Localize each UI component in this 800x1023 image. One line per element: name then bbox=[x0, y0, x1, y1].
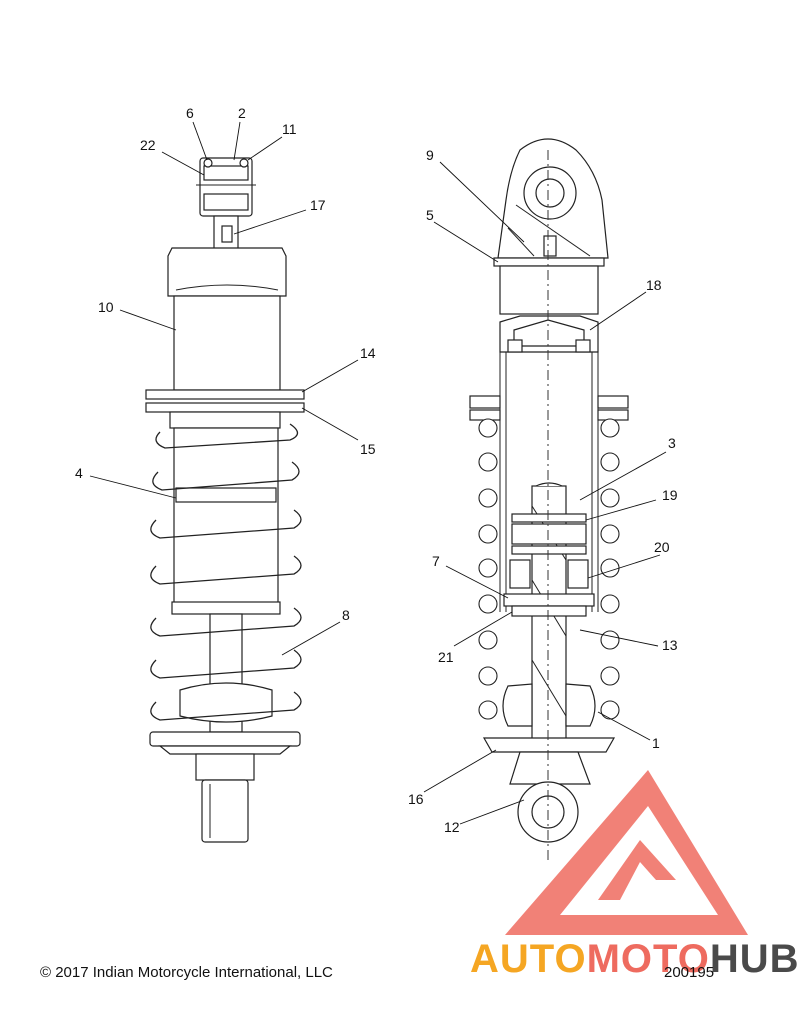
piston-band-right bbox=[567, 559, 589, 589]
lower-eyelet bbox=[201, 779, 249, 843]
seat-lip bbox=[158, 745, 292, 755]
callout-5: 5 bbox=[426, 207, 434, 223]
callout-7: 7 bbox=[432, 553, 440, 569]
lower-eyelet-neck bbox=[195, 753, 255, 781]
callout-21: 21 bbox=[438, 649, 454, 665]
bump-left bbox=[502, 683, 533, 727]
body-band bbox=[175, 487, 277, 503]
cap-curve bbox=[175, 284, 279, 291]
eyelet-bushing-bottom bbox=[203, 193, 249, 211]
piston-3 bbox=[511, 523, 587, 545]
callout-12: 12 bbox=[444, 819, 460, 835]
callout-16: 16 bbox=[408, 791, 424, 807]
callout-11: 11 bbox=[282, 121, 297, 137]
right-shock-section bbox=[469, 138, 629, 864]
eyelet-bushing-top bbox=[203, 165, 249, 181]
callout-18: 18 bbox=[646, 277, 662, 293]
copyright-text: © 2017 Indian Motorcycle International, … bbox=[40, 964, 333, 981]
callout-8: 8 bbox=[342, 607, 350, 623]
rod-hatch-3 bbox=[531, 659, 567, 717]
figure-number: 200195 bbox=[664, 964, 714, 981]
body-lower-ring bbox=[171, 601, 281, 615]
seal-18-left bbox=[507, 339, 523, 353]
o-ring-6 bbox=[203, 158, 213, 168]
lower-body bbox=[509, 751, 591, 785]
callout-10: 10 bbox=[98, 299, 114, 315]
collar-left-a bbox=[469, 395, 501, 409]
shock-body-10 bbox=[173, 295, 281, 391]
rod-top bbox=[535, 482, 563, 487]
seal-18-right bbox=[575, 339, 591, 353]
collar-right-b bbox=[597, 409, 629, 421]
seal-11 bbox=[239, 158, 249, 168]
logo-word-hub: HUB bbox=[710, 937, 800, 981]
callout-labels: 6 2 11 22 17 10 14 15 4 8 9 5 18 3 19 20… bbox=[75, 105, 678, 835]
bump-stop bbox=[179, 682, 273, 723]
piston-7 bbox=[503, 593, 595, 607]
shim-20 bbox=[511, 545, 587, 555]
logo-triangle-outer bbox=[505, 770, 748, 935]
callout-13: 13 bbox=[662, 637, 678, 653]
ring-5 bbox=[493, 257, 605, 267]
logo-word-moto: MOTO bbox=[587, 937, 710, 981]
collar-left-b bbox=[469, 409, 501, 421]
logo-word-auto: AUTO bbox=[470, 937, 587, 981]
lower-spring-seat bbox=[149, 731, 301, 747]
adjuster-ring bbox=[169, 411, 281, 429]
callout-9: 9 bbox=[426, 147, 434, 163]
callout-22: 22 bbox=[140, 137, 156, 153]
callout-14: 14 bbox=[360, 345, 376, 361]
piston-band-left bbox=[509, 559, 531, 589]
callout-3: 3 bbox=[668, 435, 676, 451]
reservoir-cap bbox=[167, 247, 287, 297]
left-shock-assembly bbox=[145, 157, 305, 843]
hatch-b bbox=[507, 227, 535, 257]
callout-4: 4 bbox=[75, 465, 83, 481]
callout-17: 17 bbox=[310, 197, 326, 213]
callout-15: 15 bbox=[360, 441, 376, 457]
logo-triangle-inner bbox=[598, 840, 676, 900]
collar-right-a bbox=[597, 395, 629, 409]
automotohub-logo: AUTOMOTOHUB bbox=[470, 770, 800, 981]
logo-wordmark: AUTOMOTOHUB bbox=[470, 937, 800, 981]
lower-seat-16 bbox=[482, 737, 616, 753]
callout-1: 1 bbox=[652, 735, 660, 751]
spring-8 bbox=[150, 423, 302, 721]
callout-20: 20 bbox=[654, 539, 670, 555]
hatch-a bbox=[515, 204, 591, 257]
washer-21 bbox=[511, 605, 587, 617]
callout-2: 2 bbox=[238, 105, 246, 121]
shock-body-4 bbox=[173, 427, 279, 609]
cap-section bbox=[499, 265, 599, 315]
callout-6: 6 bbox=[186, 105, 194, 121]
callout-19: 19 bbox=[662, 487, 678, 503]
shim-19 bbox=[511, 513, 587, 523]
top-eye-inner bbox=[535, 178, 565, 208]
collar-14 bbox=[145, 389, 305, 400]
valve-9 bbox=[543, 235, 557, 257]
schrader-valve-17 bbox=[221, 225, 233, 243]
leader-lines bbox=[89, 121, 667, 825]
bump-right bbox=[565, 683, 596, 727]
collar-15 bbox=[145, 402, 305, 413]
